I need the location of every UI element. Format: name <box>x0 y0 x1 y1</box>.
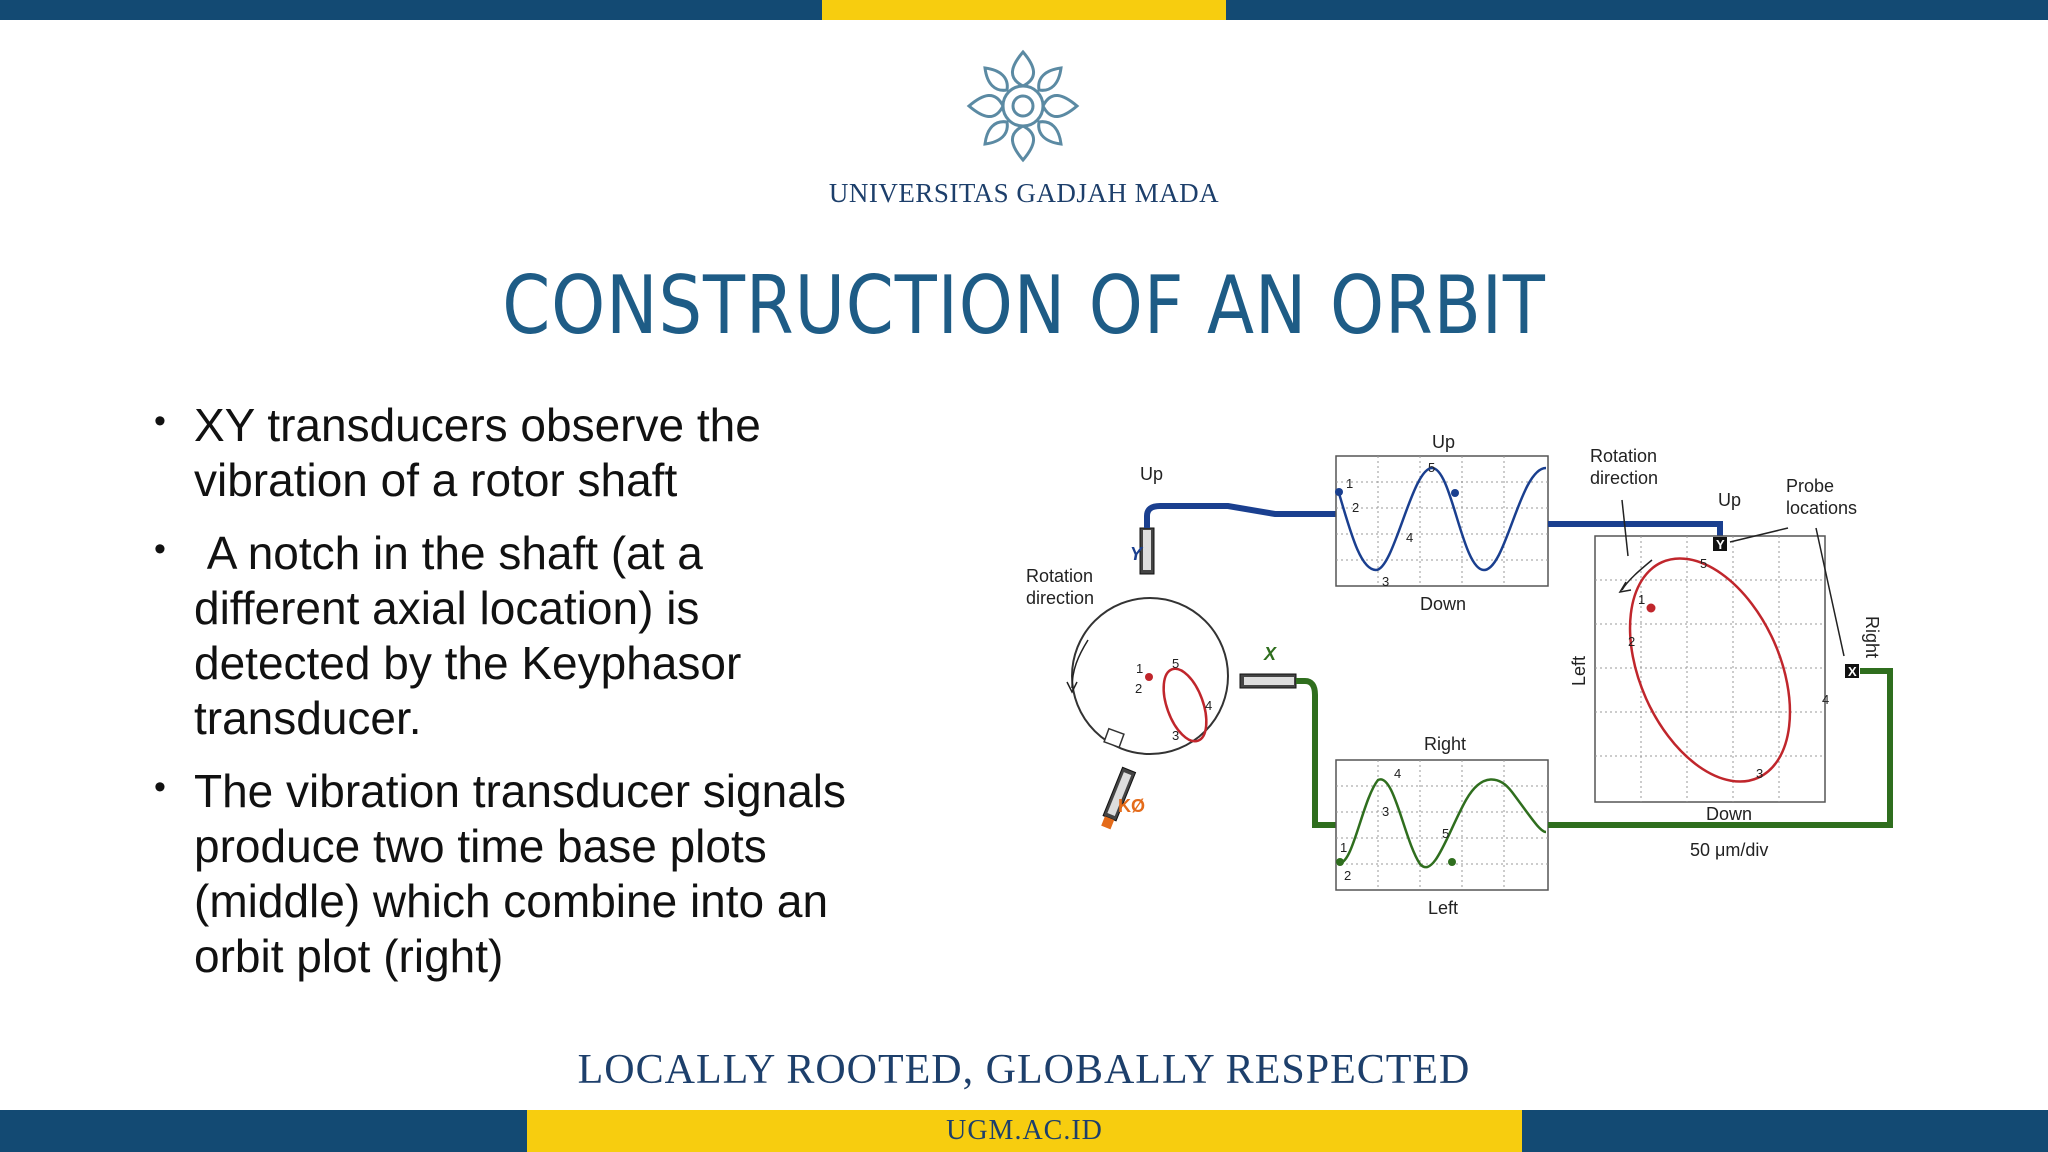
x-plot-point-label: 1 <box>1340 840 1347 855</box>
x-plot-point-label: 5 <box>1442 826 1449 841</box>
y-signal-cable <box>1144 503 1336 528</box>
x-plot-point-label: 3 <box>1382 804 1389 819</box>
orbit-plot: 1 2 3 4 5 Y X Up Down Left Right 50 μm/d… <box>1569 490 1882 860</box>
orbit-right-label: Right <box>1862 616 1882 658</box>
tagline: LOCALLY ROOTED, GLOBALLY RESPECTED <box>577 1047 1471 1093</box>
y-plot-point-label: 1 <box>1346 476 1353 491</box>
x-probe-label: X <box>1263 644 1277 664</box>
orbit-x-marker: X <box>1848 664 1857 679</box>
rotor-point-label: 3 <box>1172 728 1179 743</box>
orbit-y-marker: Y <box>1716 537 1725 552</box>
rotor-rotation-arrow <box>1071 639 1089 689</box>
y-plot-point-label: 4 <box>1406 530 1413 545</box>
bottom-gold-accent: UGM.AC.ID <box>527 1110 1522 1152</box>
rotor-point-label: 1 <box>1136 661 1143 676</box>
bottom-color-band: UGM.AC.ID <box>0 1110 2048 1152</box>
x-to-orbit-connector <box>1548 668 1893 828</box>
y-time-base-plot: Up Down 1 2 3 4 5 <box>1335 432 1549 614</box>
orbit-point-label: 1 <box>1638 592 1645 607</box>
footer-url[interactable]: UGM.AC.ID <box>946 1115 1103 1146</box>
y-plot-point-label: 2 <box>1352 500 1359 515</box>
slide-title: CONSTRUCTION OF AN ORBIT <box>502 259 1546 352</box>
orbit-rotation-arrow <box>1621 559 1653 591</box>
keyphasor-label: KØ <box>1118 796 1145 816</box>
x-signal-cable <box>1296 678 1336 828</box>
bullet-list: • XY transducers observe the vibration of… <box>150 398 850 1002</box>
bullet-text: A notch in the shaft (at a different axi… <box>194 527 755 744</box>
bullet-dot: • <box>154 402 166 440</box>
x-time-base-plot: Right Left 1 2 3 4 5 <box>1335 734 1549 918</box>
y-plot-point-label: 5 <box>1428 460 1435 475</box>
bullet-text: XY transducers observe the vibration of … <box>194 399 761 506</box>
bullet-text: The vibration transducer signals produce… <box>194 765 846 982</box>
keyphasor-probe <box>1101 766 1137 830</box>
bullet-item: • The vibration transducer signals produc… <box>150 764 850 984</box>
orbit-down-label: Down <box>1706 804 1752 824</box>
top-gold-accent <box>822 0 1226 20</box>
y-plot-up-label: Up <box>1432 432 1455 452</box>
ugm-logo-emblem <box>966 49 1080 163</box>
small-orbit <box>1162 667 1208 743</box>
keyphasor-notch <box>1103 727 1125 749</box>
probe-locations-arrow-y <box>1729 527 1789 543</box>
university-name: UNIVERSITAS GADJAH MADA <box>828 178 1220 208</box>
top-color-band <box>0 0 2048 20</box>
y-plot-point-label: 3 <box>1382 574 1389 589</box>
orbit-left-label: Left <box>1569 656 1589 686</box>
bullet-dot: • <box>154 530 166 568</box>
orbit-up-label: Up <box>1718 490 1741 510</box>
rotor-point-label: 4 <box>1205 698 1212 713</box>
x-plot-right-label: Right <box>1424 734 1466 754</box>
x-plot-left-label: Left <box>1428 898 1458 918</box>
bullet-item: • A notch in the shaft (at a different a… <box>150 526 850 746</box>
orbit-point-label: 3 <box>1756 766 1763 781</box>
probe-locations-arrow-x <box>1815 527 1845 657</box>
scale-label: 50 μm/div <box>1690 840 1768 860</box>
x-plot-point-label: 4 <box>1394 766 1401 781</box>
y-probe-label: Y <box>1130 544 1144 564</box>
rotor-point-label: 5 <box>1172 656 1179 671</box>
bullet-item: • XY transducers observe the vibration of… <box>150 398 850 508</box>
bullet-dot: • <box>154 768 166 806</box>
x-plot-point-label: 2 <box>1344 868 1351 883</box>
rotor-point-label: 2 <box>1135 681 1142 696</box>
orbit-point-label: 4 <box>1822 692 1829 707</box>
orbit-point-label: 2 <box>1628 634 1635 649</box>
y-probe-up-label: Up <box>1140 464 1163 484</box>
y-plot-down-label: Down <box>1420 594 1466 614</box>
orbit-point-label: 5 <box>1700 556 1707 571</box>
